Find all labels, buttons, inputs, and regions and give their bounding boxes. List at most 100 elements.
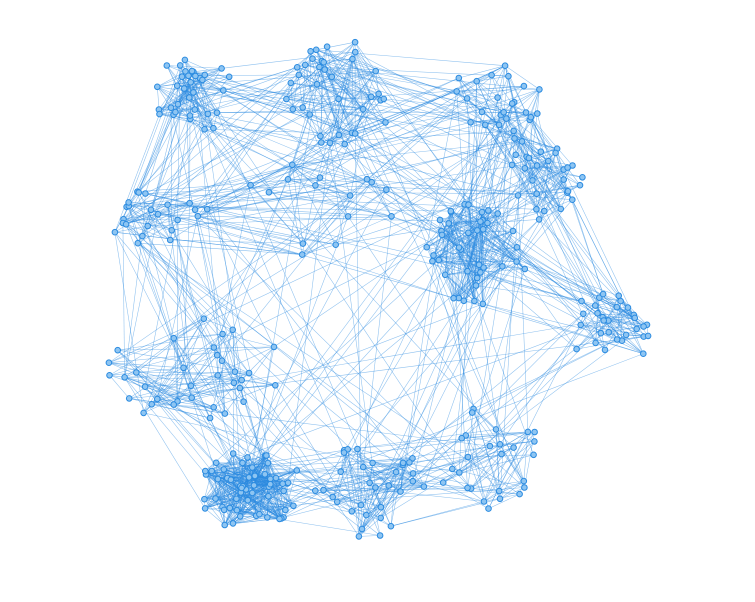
graph-node [484, 219, 491, 227]
graph-node [510, 127, 518, 135]
graph-edge [158, 79, 203, 110]
graph-node [212, 459, 220, 467]
graph-edge [302, 195, 351, 244]
graph-node [359, 463, 367, 471]
graph-edge [114, 225, 148, 233]
graph-edge [124, 236, 143, 378]
graph-node [464, 267, 471, 275]
graph-node [316, 174, 324, 181]
graph-node [564, 187, 572, 195]
graph-node [316, 63, 323, 71]
graph-node [527, 113, 535, 121]
graph-edge [117, 350, 260, 515]
graph-node [615, 292, 623, 300]
graph-node [479, 300, 487, 308]
graph-edge [137, 242, 303, 255]
graph-node [631, 314, 639, 322]
graph-edge [470, 444, 501, 489]
graph-node [358, 525, 366, 533]
graph-node [473, 77, 481, 85]
graph-edge [170, 142, 322, 241]
graph-node [513, 244, 521, 251]
graph-edge [530, 117, 573, 166]
graph-edge [362, 216, 392, 468]
graph-edge [465, 431, 528, 436]
graph-node [335, 131, 343, 139]
graph-node [367, 93, 375, 101]
graph-node [633, 325, 641, 333]
graph-node [106, 372, 113, 379]
graph-edge [448, 223, 484, 268]
graph-node [485, 505, 492, 512]
graph-edge [204, 492, 241, 500]
graph-edge [513, 447, 525, 482]
graph-edge [241, 380, 266, 475]
graph-node [270, 343, 278, 351]
graph-edge [344, 429, 497, 451]
graph-node [187, 79, 194, 86]
graph-node [210, 124, 217, 132]
graph-edge [123, 218, 303, 255]
graph-node [312, 182, 319, 189]
graph-edge [296, 67, 353, 133]
graph-edge [157, 336, 644, 400]
graph-node [344, 213, 352, 220]
graph-node [576, 181, 584, 189]
graph-node [201, 505, 209, 512]
graph-edge [137, 191, 175, 339]
graph-node [249, 489, 256, 497]
graph-node [203, 205, 211, 213]
graph-node [144, 222, 151, 230]
graph-node [478, 108, 486, 116]
graph-node [121, 374, 128, 381]
graph-edge [470, 453, 502, 489]
graph-edge [595, 305, 644, 354]
graph-node [475, 261, 483, 269]
graph-edge [292, 141, 523, 166]
graph-edge [223, 449, 345, 470]
graph-edge [323, 489, 362, 506]
graph-node [436, 216, 444, 224]
graph-node [580, 310, 587, 318]
graph-edge [448, 223, 454, 299]
graph-node [328, 73, 336, 81]
graph-edge [480, 221, 644, 354]
graph-edge [173, 387, 240, 405]
graph-edge [157, 216, 199, 400]
graph-edge [136, 372, 250, 374]
graph-node [455, 74, 463, 82]
graph-node [485, 207, 492, 214]
graph-edge [465, 435, 501, 499]
graph-edge [471, 480, 524, 489]
graph-edge [241, 379, 324, 491]
graph-node [140, 409, 147, 417]
graph-node [265, 493, 272, 500]
graph-node [479, 226, 487, 233]
graph-node [534, 110, 541, 117]
graph-edge [137, 242, 520, 495]
graph-edge [268, 445, 490, 497]
graph-node [363, 175, 371, 183]
graph-edge [458, 179, 564, 248]
graph-edge [215, 462, 225, 526]
graph-node [450, 294, 457, 302]
graph-edge [515, 154, 562, 210]
graph-edge [358, 535, 381, 537]
graph-edge [108, 362, 184, 369]
graph-edge [114, 232, 247, 490]
graph-node [142, 190, 149, 197]
graph-node [456, 469, 463, 476]
graph-edge [123, 49, 317, 220]
graph-node [508, 100, 516, 107]
graph-node [514, 192, 522, 199]
graph-edge [175, 111, 519, 196]
graph-edge [190, 347, 215, 386]
graph-edge [221, 179, 368, 361]
graph-edge [499, 480, 524, 500]
graph-node [541, 207, 548, 215]
graph-edge [191, 397, 260, 515]
graph-node [351, 130, 359, 137]
graph-node [460, 297, 468, 305]
graph-edge [197, 215, 481, 222]
